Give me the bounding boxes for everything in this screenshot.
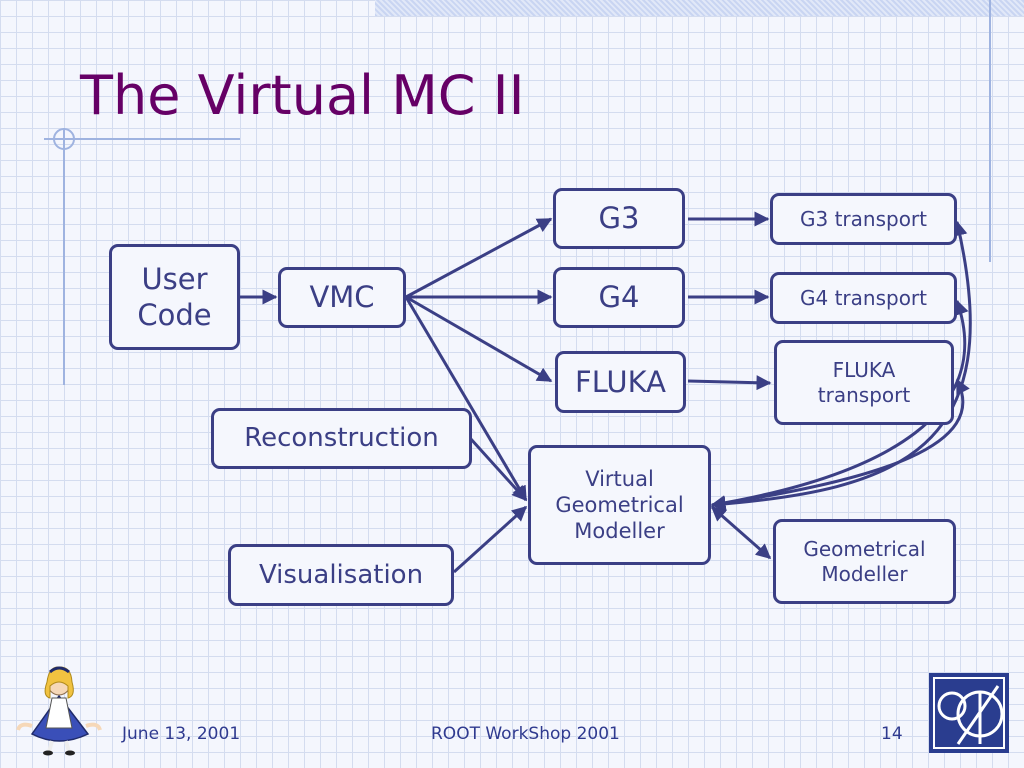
- node-geometrical-modeller: Geometrical Modeller: [773, 519, 956, 604]
- node-g3: G3: [553, 188, 685, 249]
- cern-logo: [929, 673, 1009, 753]
- header-pattern-band: [375, 0, 1024, 16]
- node-fluka: FLUKA: [555, 351, 686, 413]
- node-virtual-geometrical-modeller: Virtual Geometrical Modeller: [528, 445, 711, 565]
- node-visualisation: Visualisation: [228, 544, 454, 606]
- arrow-visualisation-vgm: [452, 505, 528, 574]
- footer-date: June 13, 2001: [122, 724, 241, 744]
- footer-page-number: 14: [881, 724, 903, 744]
- node-g3-transport: G3 transport: [770, 193, 957, 245]
- node-g4: G4: [553, 267, 685, 328]
- arrow-fluka-flukatransport: [687, 375, 772, 391]
- node-reconstruction: Reconstruction: [211, 408, 472, 469]
- node-user-code: User Code: [109, 244, 240, 350]
- alice-illustration: [16, 666, 102, 756]
- arrow-vmc-vgm: [404, 296, 528, 502]
- node-fluka-transport: FLUKA transport: [774, 340, 954, 425]
- node-vmc: VMC: [278, 267, 406, 328]
- arrow-vmc-fluka: [405, 295, 553, 383]
- footer-event: ROOT WorkShop 2001: [431, 724, 620, 744]
- slide-title: The Virtual MC II: [80, 64, 525, 127]
- arrow-vmc-g3: [405, 217, 553, 299]
- node-g4-transport: G4 transport: [770, 272, 957, 324]
- arrow-vgm-geometricalmodeller: [710, 505, 772, 560]
- arrow-reconstruction-vgm: [468, 436, 528, 502]
- arrow-vgm-flukatransport: [710, 378, 970, 511]
